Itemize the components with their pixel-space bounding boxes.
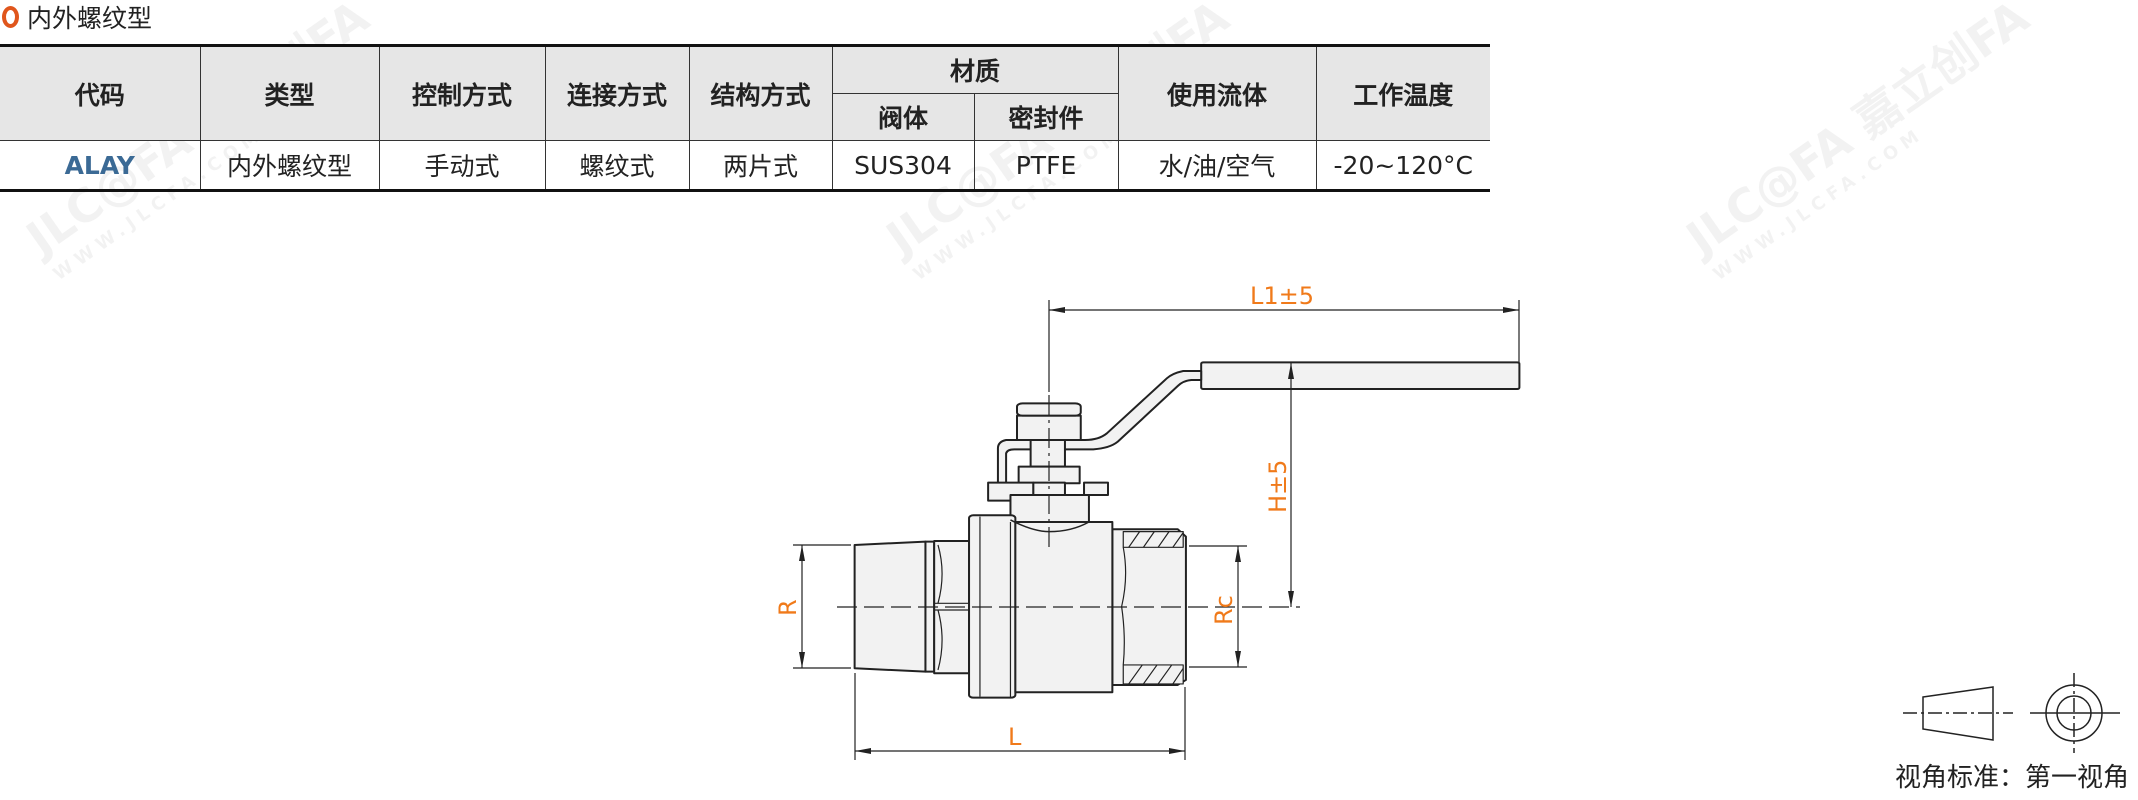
spec-table: 代码 类型 控制方式 连接方式 结构方式 材质 使用流体 工作温度 阀体 密封件… bbox=[0, 44, 1491, 192]
cell-seal: PTFE bbox=[973, 140, 1119, 191]
header-temperature: 工作温度 bbox=[1315, 45, 1491, 141]
cell-structure: 两片式 bbox=[688, 140, 833, 191]
dim-l1-label: L1±5 bbox=[1250, 282, 1314, 310]
watermark-url: WWW.JLCFA.COM bbox=[1709, 123, 1928, 285]
section-title-text: 内外螺纹型 bbox=[27, 4, 153, 33]
header-control: 控制方式 bbox=[378, 45, 546, 141]
ball-valve-drawing: L1±5 H±5 R Rc L bbox=[774, 282, 1600, 760]
cone-icon bbox=[1922, 686, 1994, 741]
cell-code: ALAY bbox=[0, 140, 201, 191]
header-seal: 密封件 bbox=[973, 93, 1119, 141]
header-connection: 连接方式 bbox=[544, 45, 690, 141]
table-row: ALAY 内外螺纹型 手动式 螺纹式 两片式 SUS304 PTFE 水/油/空… bbox=[0, 140, 1491, 191]
cell-fluid: 水/油/空气 bbox=[1117, 140, 1317, 191]
section-title: 内外螺纹型 bbox=[2, 0, 152, 34]
cell-control: 手动式 bbox=[378, 140, 546, 191]
cell-temperature: -20~120°C bbox=[1315, 140, 1491, 191]
header-code: 代码 bbox=[0, 45, 201, 141]
dim-r-label: R bbox=[774, 599, 802, 616]
first-angle-projection-symbol bbox=[1903, 673, 2120, 753]
header-fluid: 使用流体 bbox=[1117, 45, 1317, 141]
cell-body: SUS304 bbox=[831, 140, 975, 191]
cell-type: 内外螺纹型 bbox=[199, 140, 380, 191]
circle-bullet-icon bbox=[2, 6, 19, 28]
header-structure: 结构方式 bbox=[688, 45, 833, 141]
watermark-brand: JLC@FA 嘉立创FA bbox=[1676, 0, 2039, 266]
header-material: 材质 bbox=[831, 45, 1119, 94]
projection-label: 视角标准：第一视角 bbox=[1895, 763, 2130, 793]
lever-handle bbox=[1201, 362, 1519, 389]
header-body: 阀体 bbox=[832, 93, 975, 141]
dim-l-label: L bbox=[1008, 723, 1022, 751]
cell-connection: 螺纹式 bbox=[544, 140, 690, 191]
dim-rc-label: Rc bbox=[1210, 595, 1238, 625]
dim-h-label: H±5 bbox=[1264, 460, 1292, 513]
header-type: 类型 bbox=[199, 45, 380, 141]
